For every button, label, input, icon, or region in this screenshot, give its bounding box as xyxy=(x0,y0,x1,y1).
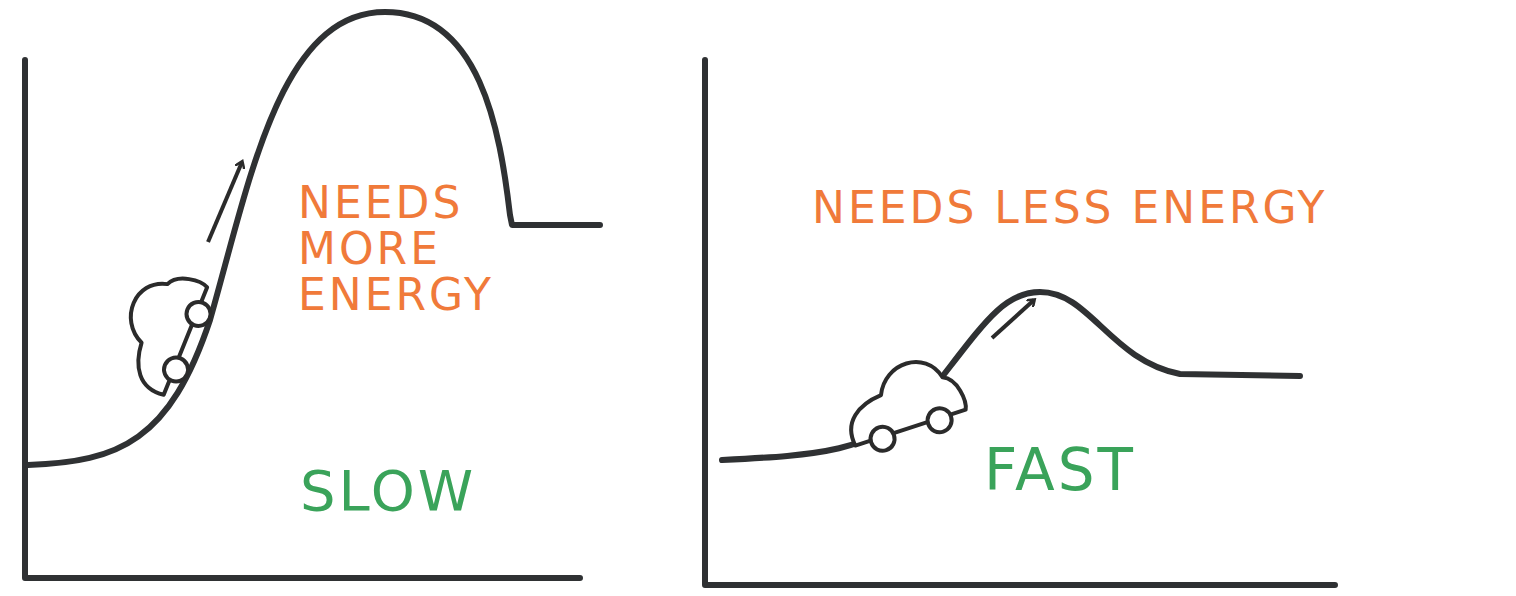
energy-note: NEEDS LESS ENERGY xyxy=(812,185,1512,231)
energy-note: NEEDS MORE ENERGY xyxy=(298,180,538,319)
speed-label: SLOW xyxy=(300,462,560,521)
energy-curve xyxy=(722,292,1300,460)
car xyxy=(106,262,221,400)
direction-arrow xyxy=(992,300,1034,338)
car xyxy=(836,350,972,459)
energy-curve xyxy=(28,12,600,465)
direction-arrow xyxy=(208,162,242,242)
speed-label: FAST xyxy=(984,440,1244,501)
axes xyxy=(705,60,1335,585)
